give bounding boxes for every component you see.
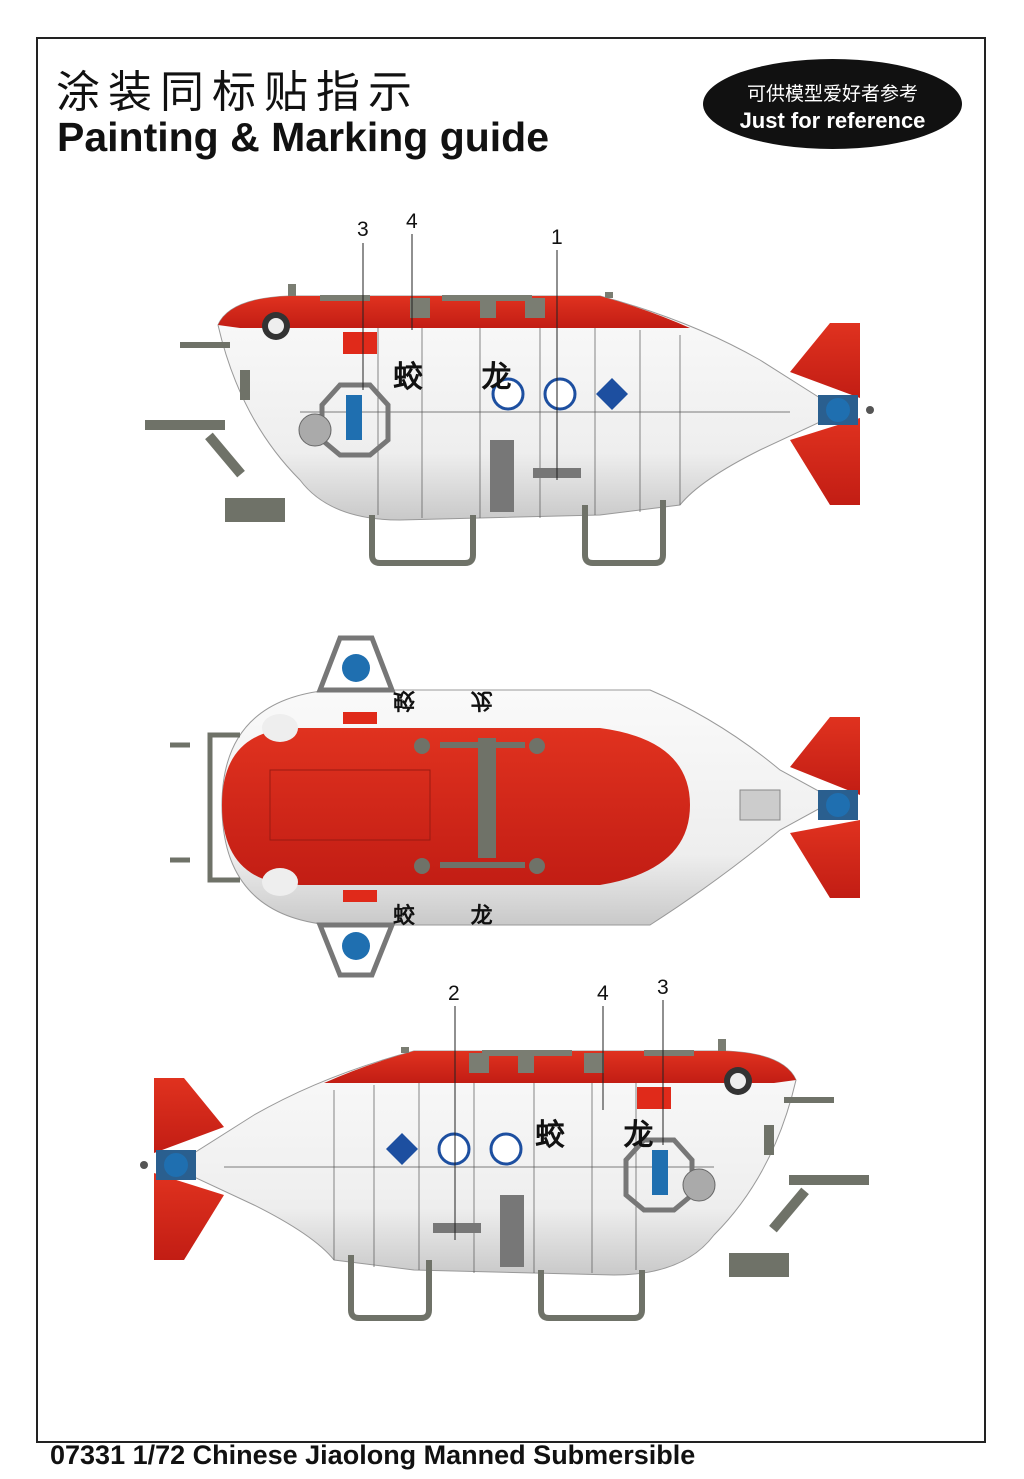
callout-3-top: 3 <box>357 218 369 241</box>
callout-2-bottom: 2 <box>448 982 460 1005</box>
footer-caption: 07331 1/72 Chinese Jiaolong Manned Subme… <box>50 1440 696 1470</box>
top-view <box>170 635 860 978</box>
callout-4-bottom: 4 <box>597 982 609 1005</box>
side-view-starboard <box>145 284 874 563</box>
title-chinese: 涂装同标贴指示 <box>56 67 420 118</box>
page-border <box>36 37 986 1443</box>
callout-3-bottom: 3 <box>657 976 669 999</box>
hull-name-side-2: 蛟 龙 <box>535 1118 678 1153</box>
hull-name-top-upper: 蛟 龙 <box>393 687 517 713</box>
callout-1-top: 1 <box>551 226 563 249</box>
title-english: Painting & Marking guide <box>57 114 550 160</box>
hull-name-side-1: 蛟 龙 <box>393 360 536 395</box>
hull-name-top-lower: 蛟 龙 <box>393 903 517 929</box>
badge-chinese: 可供模型爱好者参考 <box>746 83 918 105</box>
side-view-port <box>140 1039 869 1318</box>
reference-badge: 可供模型爱好者参考 Just for reference <box>703 59 962 149</box>
callout-4-top: 4 <box>406 210 418 233</box>
badge-english: Just for reference <box>739 108 926 133</box>
